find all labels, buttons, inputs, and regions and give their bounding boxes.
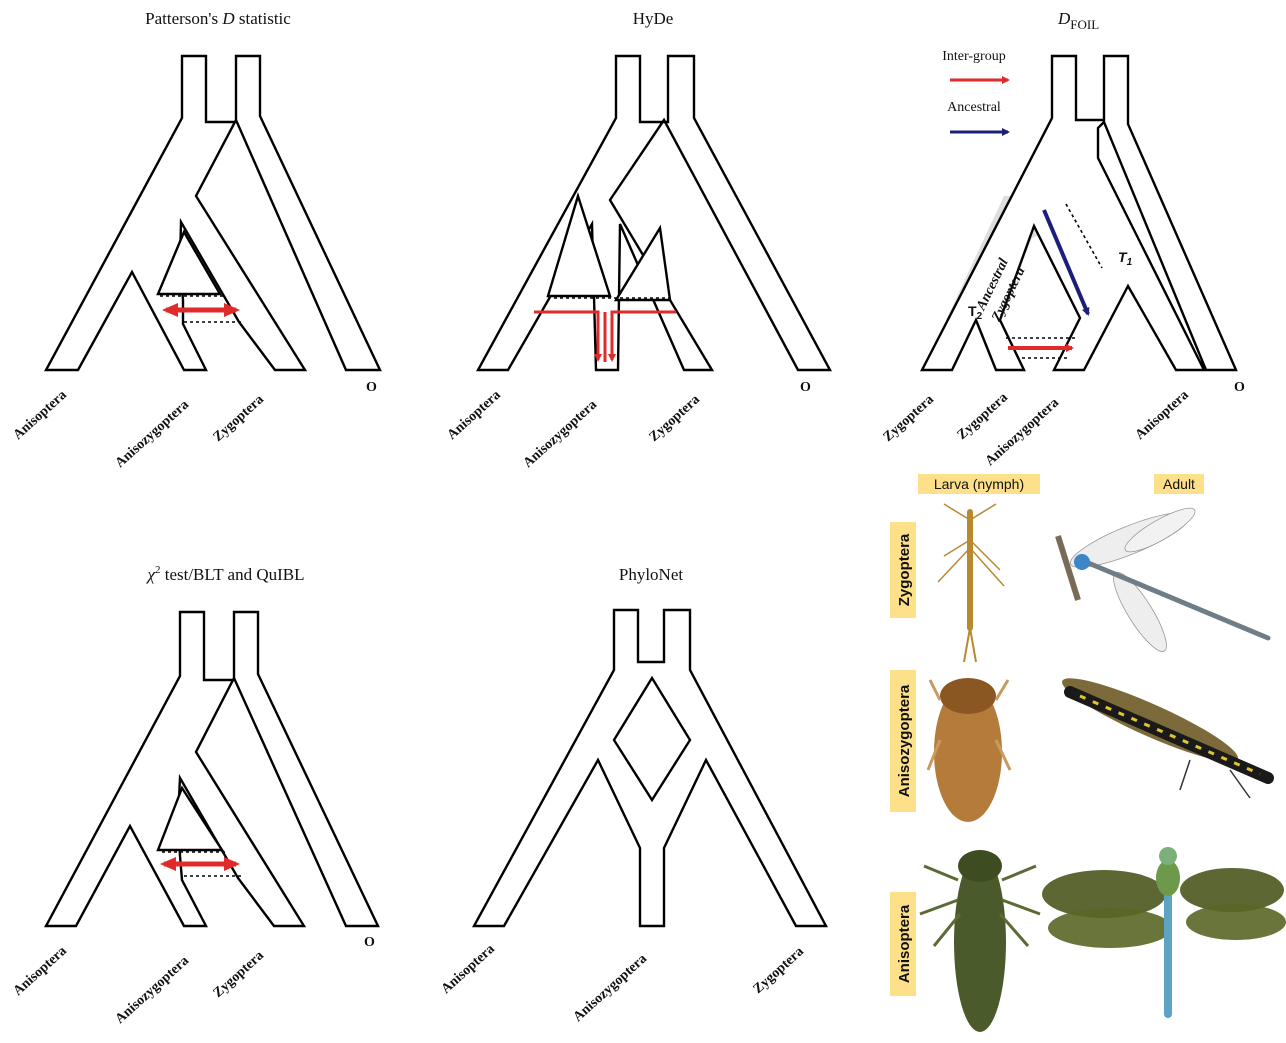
legend-ancestral-label: Ancestral	[947, 100, 1001, 115]
hybrid-arrow-left	[534, 312, 598, 360]
panel-hyde: HyDe Anisoptera Anisozygoptera Zygoptera…	[445, 9, 830, 471]
zygoptera-adult-image	[1058, 501, 1268, 657]
panel-dfoil: DFOIL Inter-group Ancestral Ancestral Zy…	[881, 9, 1245, 469]
col-header-larva: Larva (nymph)	[934, 476, 1024, 492]
leaf-label: Anisoptera	[11, 388, 70, 443]
leaf-label: Anisoptera	[1133, 388, 1192, 443]
legend-intergroup-label: Inter-group	[942, 49, 1005, 64]
leaf-label: Anisozygoptera	[571, 951, 650, 1025]
outgroup-label: O	[364, 935, 375, 950]
panel-title: HyDe	[633, 9, 674, 28]
outgroup-label: O	[1234, 380, 1245, 395]
inner-clade-right	[616, 228, 670, 300]
anisoptera-adult-image	[1042, 847, 1286, 1014]
leaf-label: Anisoptera	[439, 942, 498, 997]
panel-phylonet: PhyloNet Anisoptera Anisozygoptera Zygop…	[439, 565, 826, 1025]
leaf-label: Zygoptera	[211, 392, 267, 445]
row-label-anisoptera: Anisoptera	[896, 904, 913, 983]
panel-chi2: χ2 test/BLT and QuIBL Anisoptera Anisozy…	[11, 564, 378, 1027]
leaf-label: Anisoptera	[11, 944, 70, 999]
leaf-label: Zygoptera	[955, 390, 1011, 443]
outgroup-label: O	[366, 380, 377, 395]
photo-grid: Larva (nymph) Adult Zygoptera Anisozygop…	[890, 474, 1286, 1032]
leaf-label: Zygoptera	[751, 944, 807, 997]
leaf-label: Zygoptera	[211, 948, 267, 1001]
panel-title: Patterson's D statistic	[145, 9, 291, 28]
leaf-label: Anisozygoptera	[113, 397, 192, 471]
row-label-anisozygoptera: Anisozygoptera	[896, 684, 913, 797]
leaf-label: Zygoptera	[881, 392, 937, 445]
tree-outline	[478, 56, 830, 370]
anisozygoptera-adult-image	[1056, 666, 1268, 798]
leaf-label: Zygoptera	[647, 392, 703, 445]
anisoptera-larva-image	[920, 850, 1040, 1032]
tree-outline	[46, 56, 380, 370]
panel-title: PhyloNet	[619, 565, 684, 584]
leaf-label: Anisozygoptera	[113, 953, 192, 1027]
anisozygoptera-larva-image	[928, 678, 1010, 822]
tree-outline	[46, 612, 378, 926]
zygoptera-larva-image	[938, 504, 1004, 662]
outgroup-label: O	[800, 380, 811, 395]
panel-title: χ2 test/BLT and QuIBL	[145, 564, 304, 584]
col-header-adult: Adult	[1163, 476, 1195, 492]
panel-patterson-d: Patterson's D statistic Anisoptera Aniso…	[11, 9, 380, 471]
row-label-zygoptera: Zygoptera	[896, 533, 913, 606]
leaf-label: Anisozygoptera	[521, 397, 600, 471]
leaf-label: Anisoptera	[445, 388, 504, 443]
panel-title: DFOIL	[1057, 9, 1099, 32]
